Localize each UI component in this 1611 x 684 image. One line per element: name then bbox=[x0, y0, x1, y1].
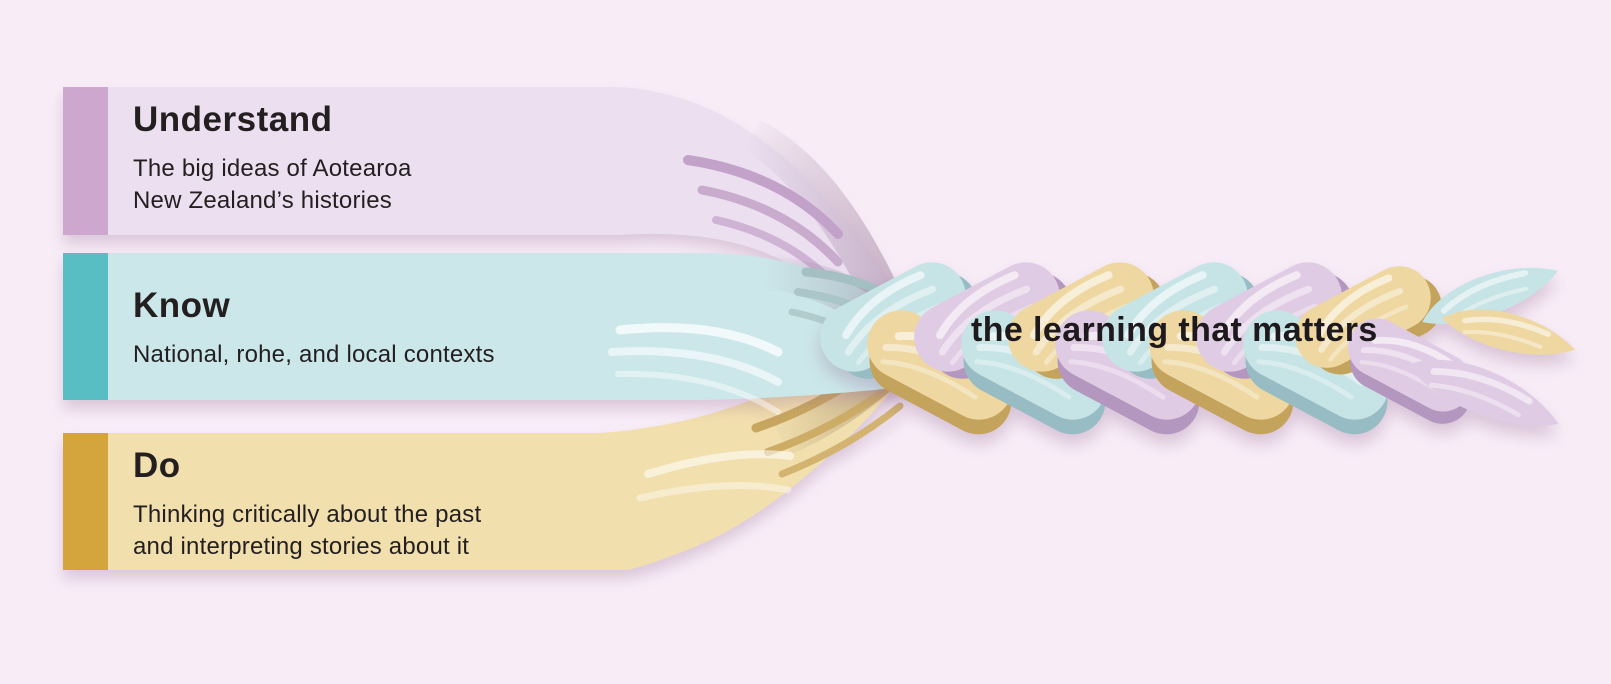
understand-ribbon bbox=[63, 87, 905, 352]
do-ribbon-edge-bar bbox=[63, 433, 108, 570]
do-ribbon-shape bbox=[108, 330, 912, 570]
do-description-line2: and interpreting stories about it bbox=[133, 533, 470, 560]
do-description-line1: Thinking critically about the past bbox=[133, 501, 482, 528]
know-twist-shade bbox=[764, 256, 914, 368]
braid-tip-gold bbox=[1442, 309, 1575, 355]
know-title: Know bbox=[133, 286, 231, 325]
understand-title: Understand bbox=[133, 100, 333, 139]
know-ribbon-edge-bar bbox=[63, 253, 108, 400]
know-description-line1: National, rohe, and local contexts bbox=[133, 341, 495, 368]
understand-ribbon-edge-bar bbox=[63, 87, 108, 235]
do-title: Do bbox=[133, 446, 181, 485]
understand-ribbon-shape bbox=[108, 87, 905, 352]
braid bbox=[820, 262, 1575, 435]
strand-understand-label-block: Understand The big ideas of Aotearoa New… bbox=[133, 100, 412, 217]
braid-caption: the learning that matters bbox=[971, 311, 1378, 349]
understand-description-line1: The big ideas of Aotearoa bbox=[133, 155, 412, 182]
strand-know-label-block: Know National, rohe, and local contexts bbox=[133, 286, 495, 371]
strand-do-label-block: Do Thinking critically about the past an… bbox=[133, 446, 481, 563]
understand-description-line2: New Zealand’s histories bbox=[133, 187, 392, 214]
know-ribbon-shape bbox=[108, 253, 914, 400]
braid-tip-purple bbox=[1407, 359, 1559, 426]
